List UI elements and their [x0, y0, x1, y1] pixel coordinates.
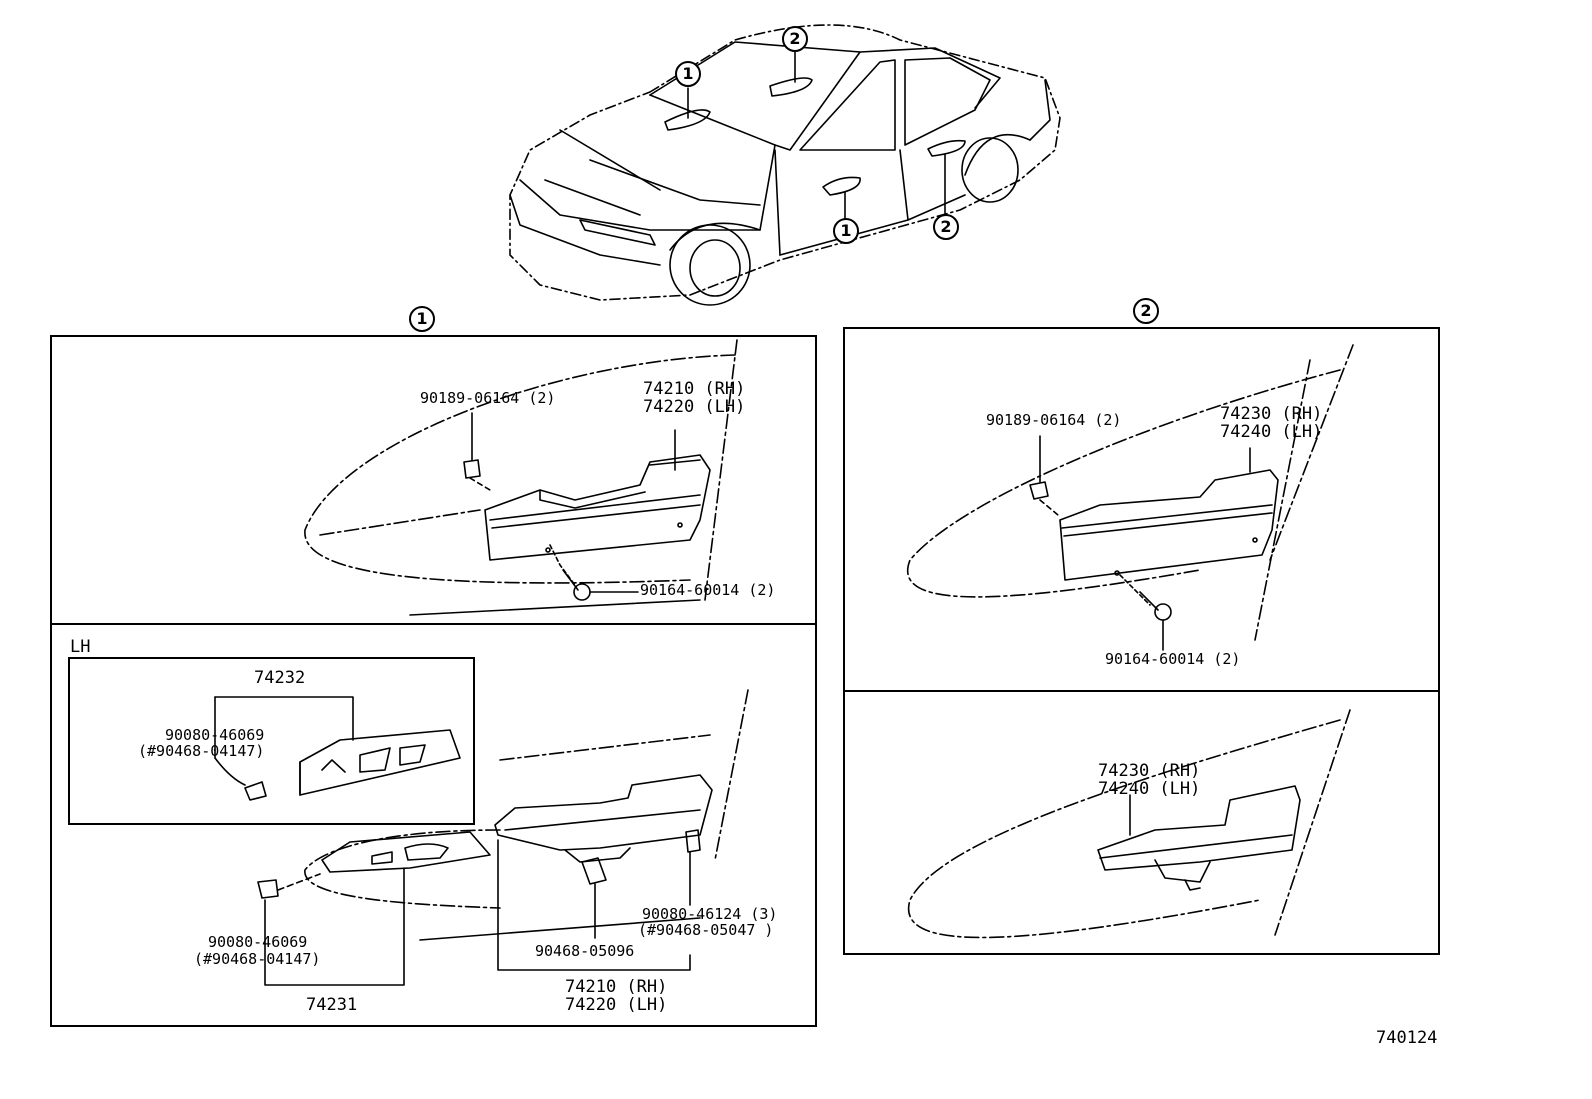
panel-1-bottom-drawing	[214, 689, 749, 986]
p2b-handle-lh-part: 74240 (LH)	[1098, 779, 1201, 799]
panel-2-bottom-drawing	[907, 709, 1351, 939]
p1b-handle-rh-part: 74210 (RH)	[565, 977, 668, 997]
p1b-handle-lh-part: 74220 (LH)	[565, 995, 668, 1015]
callout-2-rear-door: 2	[933, 214, 959, 240]
panel-1-top-drawing	[304, 339, 738, 616]
panel-2-callout: 2	[1133, 298, 1159, 324]
figure-number: 740124	[1376, 1028, 1438, 1048]
callout-2-roof: 2	[782, 26, 808, 52]
p1-clip-part-number: 90189-06164 (2)	[420, 389, 556, 407]
lh-switch-part-number: 74232	[254, 668, 306, 688]
clip3-alt-part-number: (#90468-05047 )	[638, 921, 774, 939]
switch-clip-part-number: 90080-46069	[208, 933, 308, 951]
panel-1-bottom	[50, 623, 817, 1027]
panel-2-top-drawing	[907, 344, 1354, 651]
panel-2-top	[843, 327, 1440, 692]
panel-2-bottom	[843, 690, 1440, 955]
switch-part-number: 74231	[306, 995, 358, 1015]
car-illustration	[509, 24, 1061, 306]
p1-screw-part-number: 90164-60014 (2)	[640, 581, 776, 599]
p1-handle-rh-part: 74210 (RH)	[643, 379, 746, 399]
callout-1-front-windshield: 1	[675, 61, 701, 87]
panel-1-callout: 1	[409, 306, 435, 332]
retainer-part-number: 90468-05096	[535, 942, 635, 960]
switch-clip-alt-part-number: (#90468-04147)	[194, 950, 321, 968]
lh-inset-box	[68, 657, 475, 825]
callout-1-front-door: 1	[833, 218, 859, 244]
p2b-handle-rh-part: 74230 (RH)	[1098, 761, 1201, 781]
lh-clip-part-number: 90080-46069	[165, 726, 265, 744]
p2-handle-lh-part: 74240 (LH)	[1220, 422, 1323, 442]
clip3-part-number: 90080-46124 (3)	[642, 905, 778, 923]
p2-clip-part-number: 90189-06164 (2)	[986, 411, 1122, 429]
lh-tag: LH	[70, 637, 91, 657]
lh-clip-alt-part-number: (#90468-04147)	[138, 742, 265, 760]
p2-screw-part-number: 90164-60014 (2)	[1105, 650, 1241, 668]
p1-handle-lh-part: 74220 (LH)	[643, 397, 746, 417]
p2-handle-rh-part: 74230 (RH)	[1220, 404, 1323, 424]
